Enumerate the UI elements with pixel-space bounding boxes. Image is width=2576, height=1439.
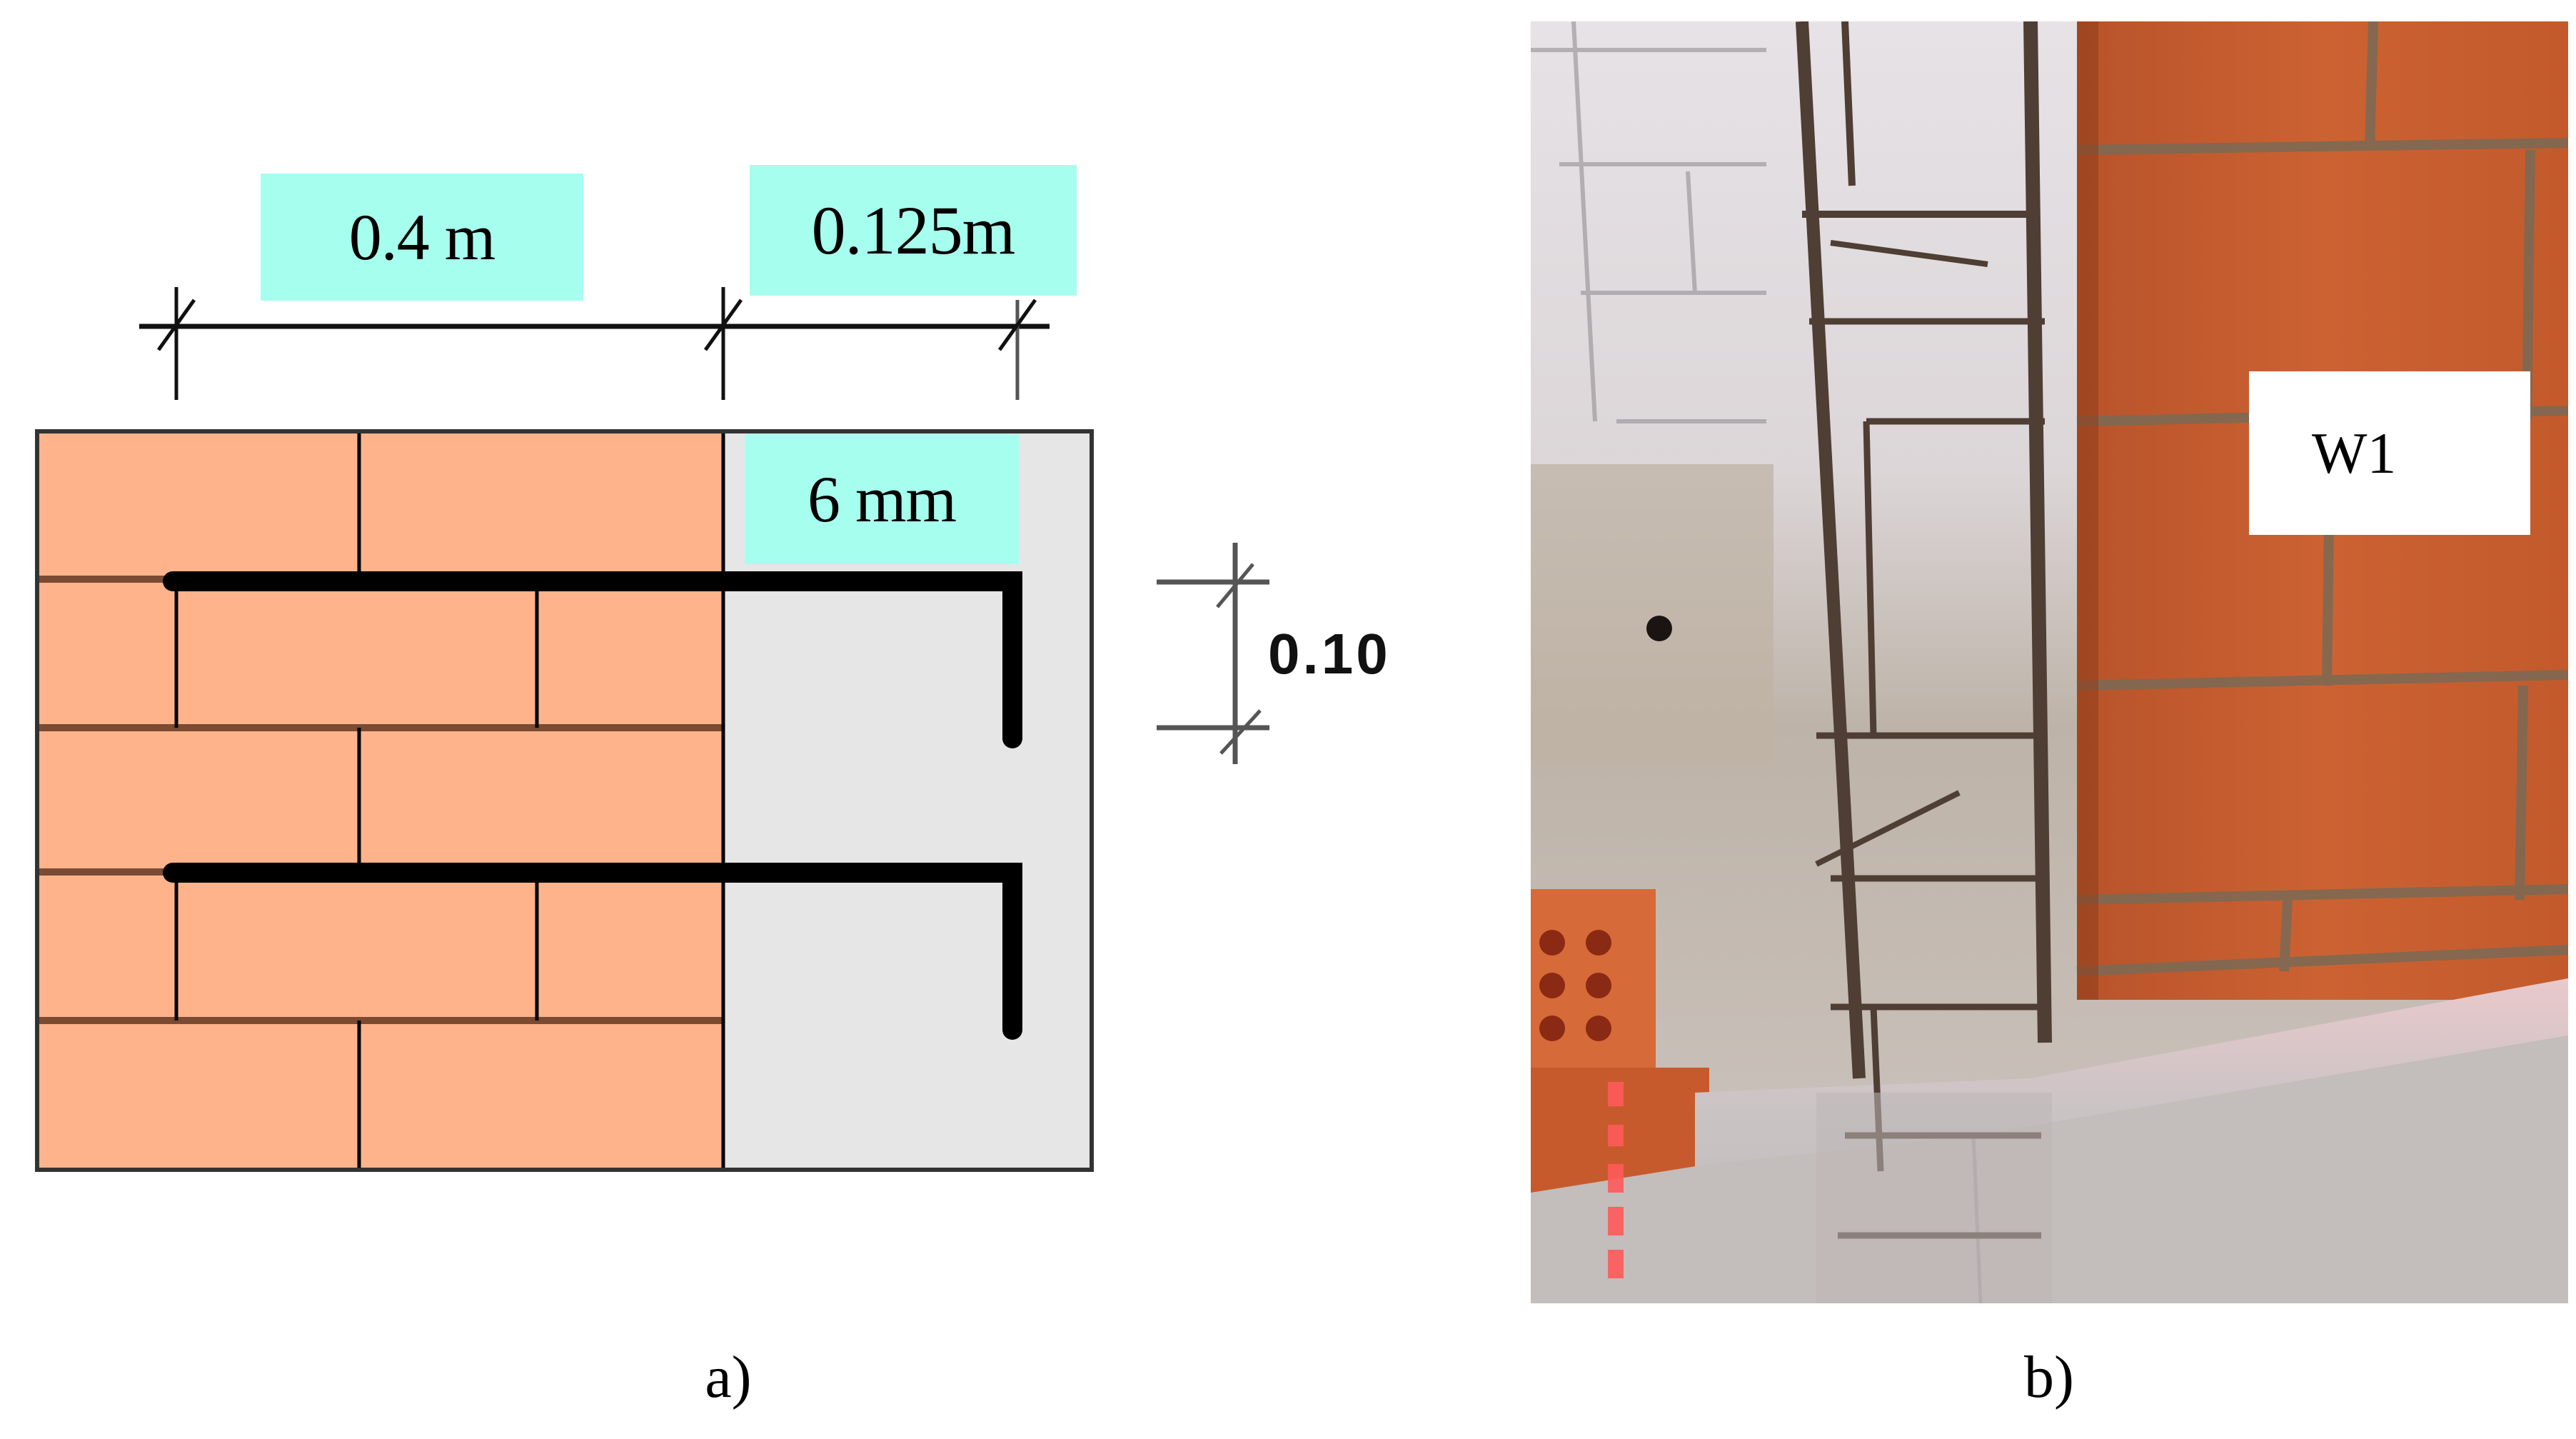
site-photo-rebar-column: W1 [1531,21,2568,1303]
mortar-at-base [1816,1093,2052,1303]
rebar-tie-lower [163,863,1022,1040]
photo-label-w1: W1 [2249,371,2530,535]
concrete-band [1531,464,1773,764]
drawing-frame [35,429,1094,1172]
dimension-label-embedment-length: 0.4 m [261,174,583,301]
spacing-dimension-line [1157,543,1269,764]
rebar-cage [1796,21,2052,1239]
caption-b: b) [2024,1344,2074,1410]
brick-wall-column-connection-drawing: 0.4 m 0.125m 6 mm 0.10 [0,0,1428,1285]
wall-hole [1646,616,1672,641]
photo-canvas [1531,21,2568,1303]
head-joints [174,431,539,1170]
caption-a: a) [705,1344,752,1410]
dimension-label-rebar-diameter: 6 mm [745,434,1019,564]
dimension-label-rebar-spacing: 0.10 [1268,622,1391,686]
brick-panel [37,431,723,1170]
brick-wall-edge [2077,21,2098,1000]
rebar-tie-upper [163,571,1022,748]
block-joints [1531,21,1766,423]
date-stamp [1608,1082,1624,1278]
top-dimension-line [139,287,1050,400]
drawing-canvas [35,287,1269,1172]
dimension-label-column-depth: 0.125m [750,165,1077,296]
